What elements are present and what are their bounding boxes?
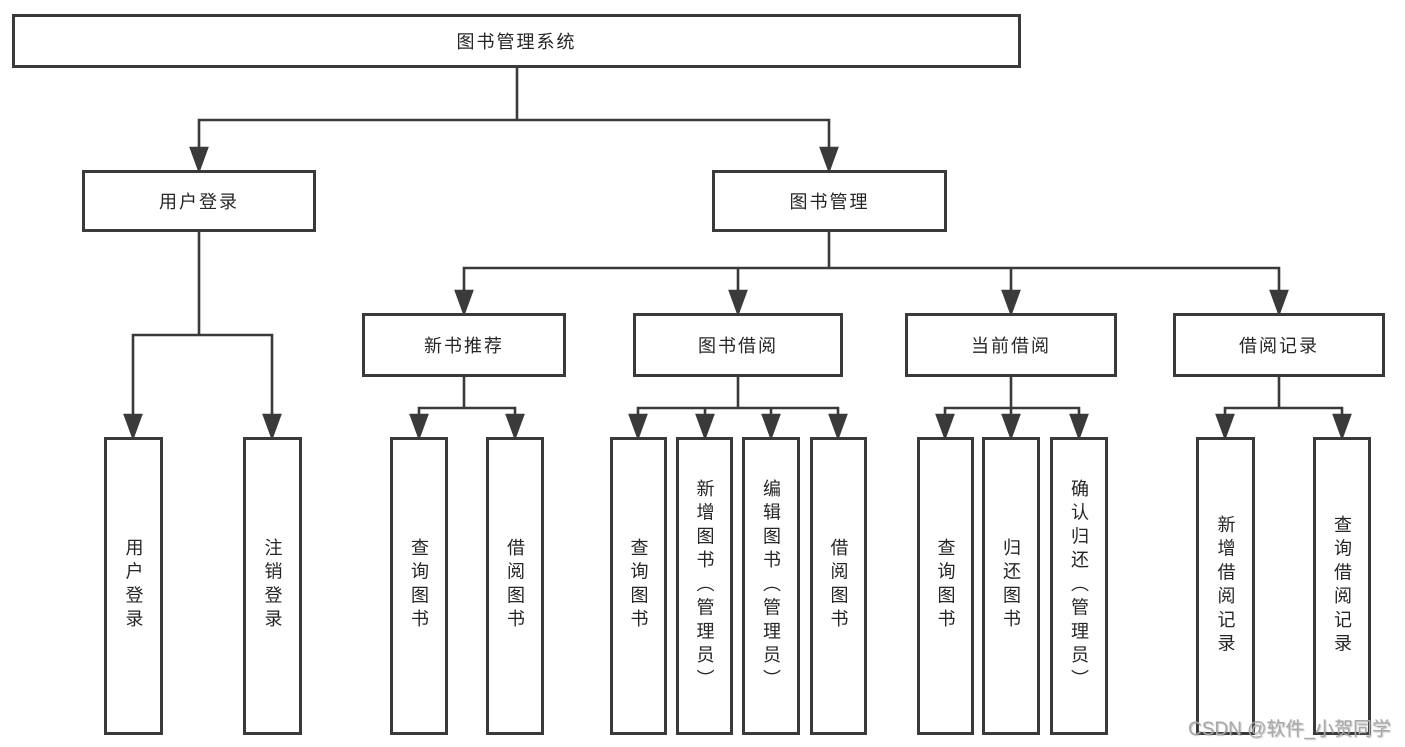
leaf-borrowing-query-books-label: 查询图书 bbox=[628, 538, 649, 634]
leaf-current-confirm-return-admin-label: 确认归还（管理员） bbox=[1069, 479, 1089, 693]
leaf-borrowing-add-books-admin: 新增图书（管理员） bbox=[676, 437, 733, 735]
leaf-borrowing-borrow-books-label: 借阅图书 bbox=[828, 538, 849, 634]
leaf-current-confirm-return-admin: 确认归还（管理员） bbox=[1050, 437, 1108, 735]
node-book-borrowing-label: 图书借阅 bbox=[698, 336, 778, 356]
connector-current-to-leaves bbox=[935, 377, 1089, 441]
node-library-management-system: 图书管理系统 bbox=[12, 14, 1021, 68]
connector-bookmgmt-to-level3 bbox=[454, 232, 1289, 317]
leaf-current-query-books: 查询图书 bbox=[917, 437, 974, 735]
connector-userlogin-to-leaves bbox=[123, 232, 282, 441]
leaf-logout: 注销登录 bbox=[243, 437, 302, 735]
leaf-user-login: 用户登录 bbox=[104, 437, 163, 735]
csdn-watermark: CSDN @软件_小贺同学 bbox=[1188, 719, 1391, 740]
node-user-login-label: 用户登录 bbox=[159, 192, 239, 212]
node-user-login: 用户登录 bbox=[82, 170, 316, 232]
leaf-records-query-record: 查询借阅记录 bbox=[1313, 437, 1371, 735]
node-borrowing-records-label: 借阅记录 bbox=[1239, 336, 1319, 356]
node-book-management-label: 图书管理 bbox=[789, 192, 870, 212]
leaf-borrowing-add-books-admin-label: 新增图书（管理员） bbox=[694, 479, 715, 693]
leaf-current-query-books-label: 查询图书 bbox=[935, 538, 956, 634]
node-current-borrowing-label: 当前借阅 bbox=[971, 336, 1051, 356]
connector-root-to-level2 bbox=[189, 68, 839, 174]
node-book-management: 图书管理 bbox=[712, 170, 947, 232]
leaf-borrowing-borrow-books: 借阅图书 bbox=[810, 437, 867, 735]
connector-recommend-to-leaves bbox=[409, 377, 525, 441]
node-new-book-recommend: 新书推荐 bbox=[362, 313, 566, 377]
leaf-user-login-label: 用户登录 bbox=[123, 538, 144, 634]
leaf-logout-label: 注销登录 bbox=[262, 538, 283, 634]
connector-borrowing-to-leaves bbox=[628, 377, 848, 441]
leaf-recommend-query-books: 查询图书 bbox=[390, 437, 448, 735]
node-library-management-system-label: 图书管理系统 bbox=[456, 32, 577, 52]
leaf-recommend-borrow-books: 借阅图书 bbox=[486, 437, 544, 735]
node-book-borrowing: 图书借阅 bbox=[633, 313, 843, 377]
leaf-current-return-books-label: 归还图书 bbox=[1001, 538, 1021, 634]
leaf-borrowing-edit-books-admin-label: 编辑图书（管理员） bbox=[761, 479, 781, 693]
node-current-borrowing: 当前借阅 bbox=[905, 313, 1117, 377]
leaf-recommend-query-books-label: 查询图书 bbox=[409, 538, 429, 634]
leaf-records-query-record-label: 查询借阅记录 bbox=[1332, 514, 1352, 658]
leaf-records-add-record: 新增借阅记录 bbox=[1196, 437, 1255, 735]
leaf-borrowing-query-books: 查询图书 bbox=[610, 437, 667, 735]
leaf-borrowing-edit-books-admin: 编辑图书（管理员） bbox=[742, 437, 800, 735]
node-new-book-recommend-label: 新书推荐 bbox=[424, 336, 504, 356]
leaf-records-add-record-label: 新增借阅记录 bbox=[1215, 514, 1236, 658]
leaf-recommend-borrow-books-label: 借阅图书 bbox=[505, 538, 525, 634]
leaf-current-return-books: 归还图书 bbox=[982, 437, 1040, 735]
node-borrowing-records: 借阅记录 bbox=[1173, 313, 1385, 377]
connector-records-to-leaves bbox=[1215, 377, 1352, 441]
